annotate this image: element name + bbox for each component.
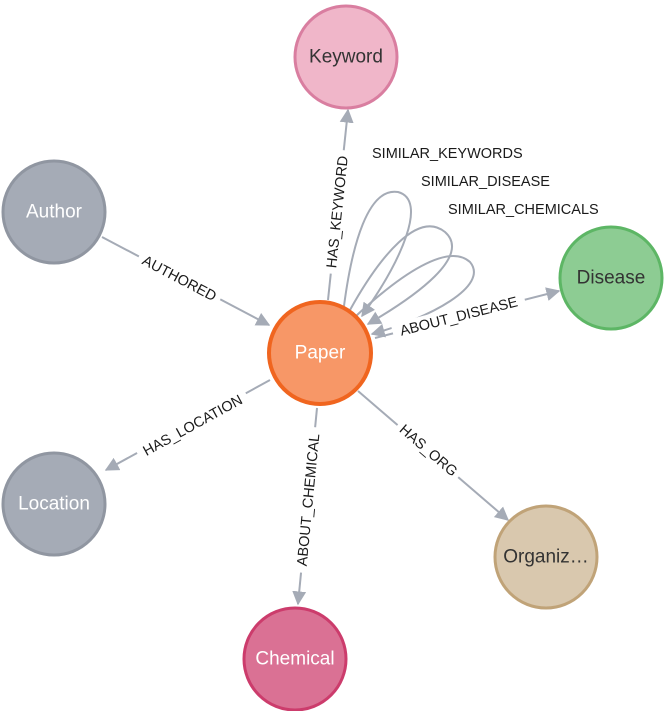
node-location[interactable]: Location bbox=[1, 451, 107, 557]
label-authored: AUTHORED bbox=[133, 248, 225, 310]
label-about-chemical: ABOUT_CHEMICAL bbox=[292, 426, 326, 574]
svg-text:HAS_LOCATION: HAS_LOCATION bbox=[141, 392, 246, 459]
svg-text:Author: Author bbox=[26, 202, 83, 223]
node-disease[interactable]: Disease bbox=[558, 225, 664, 331]
svg-text:Location: Location bbox=[18, 494, 90, 515]
svg-text:HAS_ORG: HAS_ORG bbox=[396, 422, 460, 480]
svg-text:Keyword: Keyword bbox=[309, 47, 383, 68]
svg-text:Organiz…: Organiz… bbox=[503, 547, 589, 568]
label-similar-disease: SIMILAR_DISEASE bbox=[421, 174, 550, 190]
self-loop-similar-disease[interactable] bbox=[349, 225, 453, 325]
node-organization[interactable]: Organiz… bbox=[493, 504, 599, 610]
label-has-keyword: HAS_KEYWORD bbox=[321, 149, 355, 275]
svg-text:AUTHORED: AUTHORED bbox=[139, 253, 218, 305]
node-author[interactable]: Author bbox=[1, 159, 107, 265]
svg-text:Paper: Paper bbox=[295, 343, 346, 364]
label-has-location: HAS_LOCATION bbox=[133, 387, 253, 465]
node-keyword[interactable]: Keyword bbox=[293, 4, 399, 110]
svg-text:ABOUT_DISEASE: ABOUT_DISEASE bbox=[398, 294, 519, 339]
self-loop-similar-chemicals[interactable] bbox=[355, 255, 475, 338]
label-similar-keywords: SIMILAR_KEYWORDS bbox=[372, 146, 523, 162]
label-similar-chemicals: SIMILAR_CHEMICALS bbox=[448, 202, 599, 218]
node-paper[interactable]: Paper bbox=[267, 300, 373, 406]
svg-text:Chemical: Chemical bbox=[255, 649, 334, 670]
label-has-org: HAS_ORG bbox=[391, 417, 465, 485]
svg-text:Disease: Disease bbox=[577, 268, 646, 289]
self-loop-similar-keywords[interactable] bbox=[343, 190, 413, 318]
node-chemical[interactable]: Chemical bbox=[242, 606, 348, 711]
label-about-disease: ABOUT_DISEASE bbox=[390, 290, 528, 344]
